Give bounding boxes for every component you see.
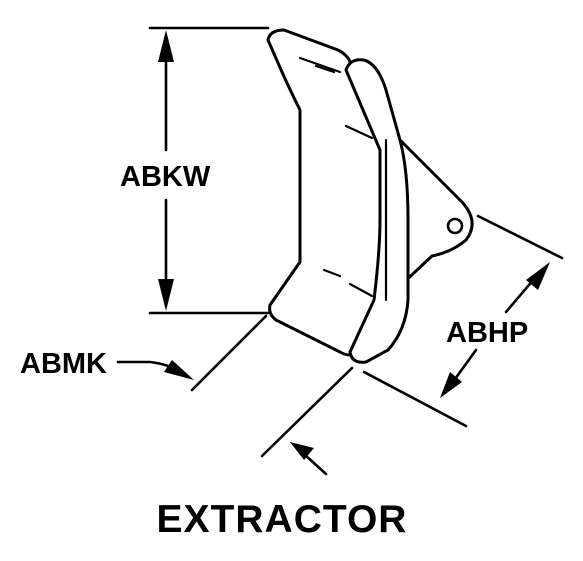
abhp-label: ABHP bbox=[446, 317, 528, 349]
abhp-dimension: ABHP bbox=[362, 214, 564, 428]
lug-hole bbox=[446, 217, 464, 235]
abmk-label: ABMK bbox=[20, 348, 107, 380]
abmk-leader-lower bbox=[302, 452, 328, 476]
diagram-caption: EXTRACTOR bbox=[157, 498, 408, 541]
abhp-arrow-up bbox=[526, 262, 550, 290]
inner-edge-top-dash bbox=[314, 64, 374, 140]
inner-edge-top bbox=[298, 56, 342, 74]
abkw-dimension: ABKW bbox=[120, 26, 270, 315]
abhp-extension-bottom bbox=[362, 370, 468, 428]
abkw-arrow-down bbox=[158, 279, 174, 311]
abmk-arrow-upper bbox=[164, 360, 194, 380]
abmk-extension-upper bbox=[190, 314, 268, 392]
abmk-arrow-lower bbox=[290, 442, 314, 460]
extractor-lug bbox=[390, 130, 474, 288]
extractor-part bbox=[266, 28, 474, 364]
abhp-extension-top bbox=[476, 214, 564, 260]
abmk-dimension: ABMK bbox=[20, 314, 354, 476]
abhp-arrow-down bbox=[440, 372, 462, 398]
abmk-extension-lower bbox=[260, 366, 354, 458]
abkw-arrow-up bbox=[158, 30, 174, 62]
inner-edge-bottom bbox=[322, 268, 374, 298]
abkw-label: ABKW bbox=[120, 161, 211, 193]
extractor-front-rim bbox=[344, 58, 410, 364]
